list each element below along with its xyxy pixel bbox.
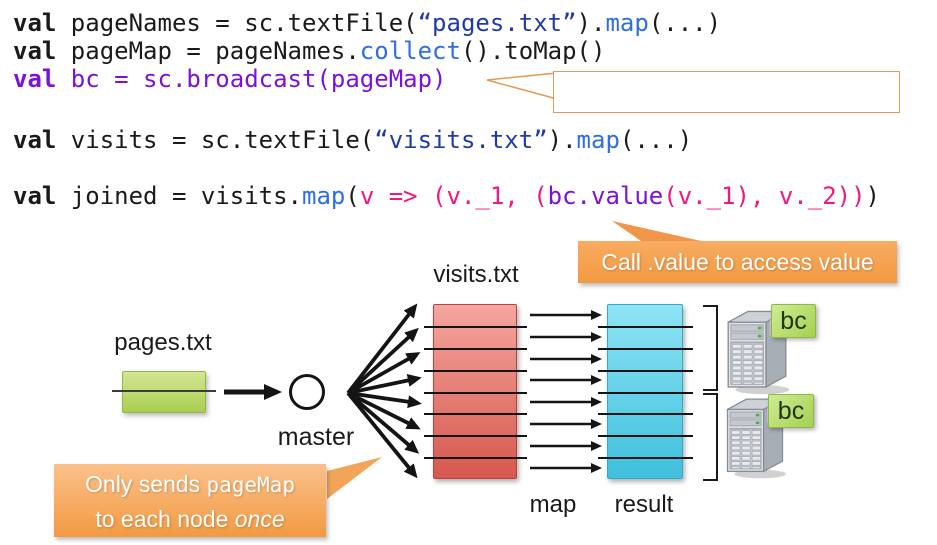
stack-row-line	[424, 325, 527, 328]
stack-row-line	[598, 457, 693, 460]
stack-row-line	[598, 413, 693, 416]
result-rdd-stack	[598, 304, 693, 479]
pages-file-label: pages.txt	[114, 329, 212, 356]
once-callout-italic: once	[234, 506, 285, 532]
broadcast-callout-box	[553, 71, 900, 113]
pages-file-partition-line	[112, 390, 216, 392]
stack-row-line	[598, 391, 693, 394]
once-callout-line1: Only sends pageMap	[85, 471, 295, 497]
master-label: master	[277, 423, 355, 451]
pages-file-box	[122, 371, 206, 413]
result-stage-label: result	[614, 491, 674, 518]
node-bracket-bottom	[703, 393, 718, 481]
code-line-pagemap: val pageMap = pageNames.collect().toMap(…	[13, 37, 606, 65]
stack-row-line	[424, 347, 527, 350]
stack-row-line	[598, 347, 693, 350]
code-line-pagenames: val pageNames = sc.textFile(“pages.txt”)…	[13, 9, 722, 37]
stack-row-line	[424, 369, 527, 372]
visits-rdd-row-lines	[424, 305, 527, 478]
stack-row-line	[424, 413, 527, 416]
code-line-broadcast: val bc = sc.broadcast(pageMap)	[13, 65, 447, 93]
once-callout-line2: to each node once	[95, 506, 285, 532]
visits-file-label: visits.txt	[433, 261, 519, 288]
once-callout-code: pageMap	[206, 473, 295, 497]
broadcast-badge: bc	[771, 304, 816, 338]
node-bracket-top	[703, 305, 718, 391]
code-line-visits: val visits = sc.textFile(“visits.txt”).m…	[13, 126, 693, 154]
master-node-circle	[289, 374, 325, 410]
code-line-joined: val joined = visits.map(v => (v._1, (bc.…	[13, 182, 880, 210]
value-callout-text: Call .value to access value	[601, 249, 874, 275]
stack-row-line	[424, 391, 527, 394]
stack-row-line	[598, 435, 693, 438]
result-rdd-row-lines	[598, 305, 693, 478]
stack-row-line	[598, 325, 693, 328]
map-stage-label: map	[529, 491, 577, 518]
visits-rdd-stack	[424, 304, 527, 479]
stack-row-line	[424, 457, 527, 460]
stack-row-line	[598, 369, 693, 372]
broadcast-badge: bc	[768, 394, 814, 428]
once-callout-box: Only sends pageMap to each node once	[54, 464, 326, 537]
stack-row-line	[424, 435, 527, 438]
value-callout-box: Call .value to access value	[578, 241, 897, 283]
